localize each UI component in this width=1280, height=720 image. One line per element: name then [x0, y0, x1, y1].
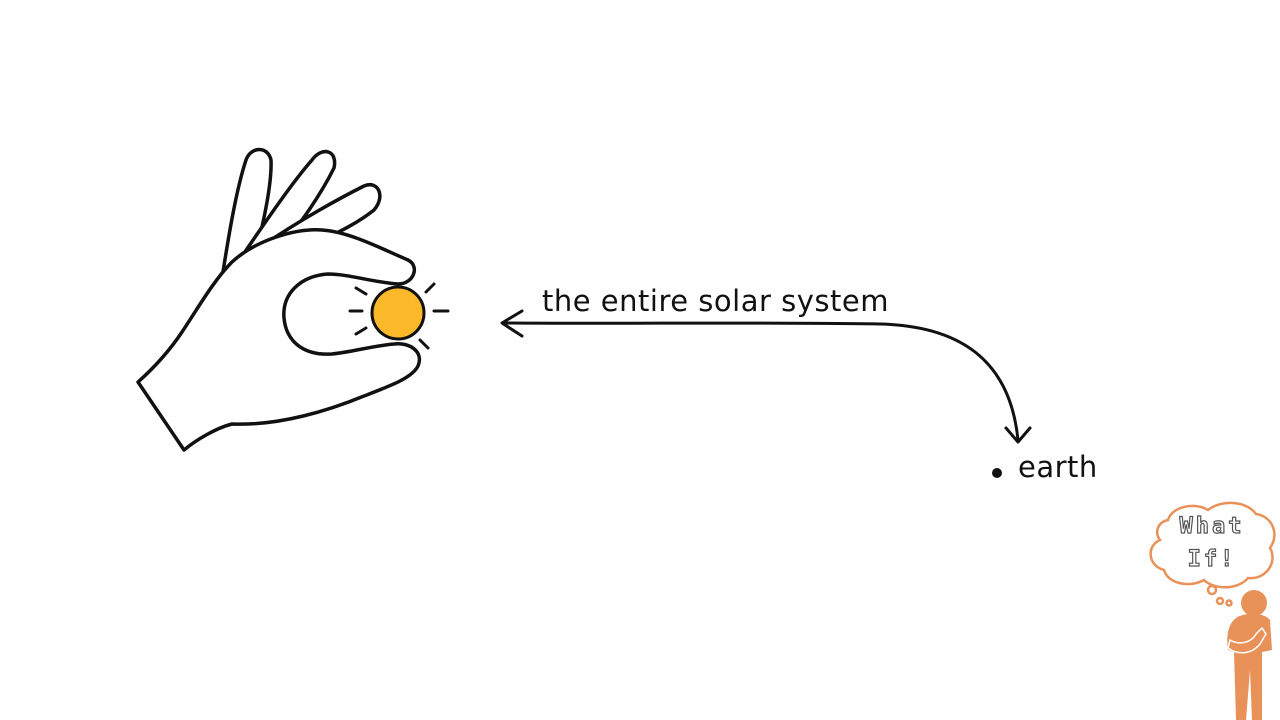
logo-text-line2: If! [1187, 546, 1237, 572]
thought-bubble-icon [1149, 501, 1276, 607]
hand-icon [136, 147, 422, 452]
arrow-icon [500, 309, 1032, 444]
earth-label: earth [1018, 450, 1098, 484]
sun-icon [348, 282, 450, 350]
logo-text-line1: What [1179, 513, 1245, 539]
earth-dot-icon [992, 468, 1002, 478]
thinking-person-icon [1227, 590, 1272, 720]
solar-system-label: the entire solar system [542, 284, 889, 318]
